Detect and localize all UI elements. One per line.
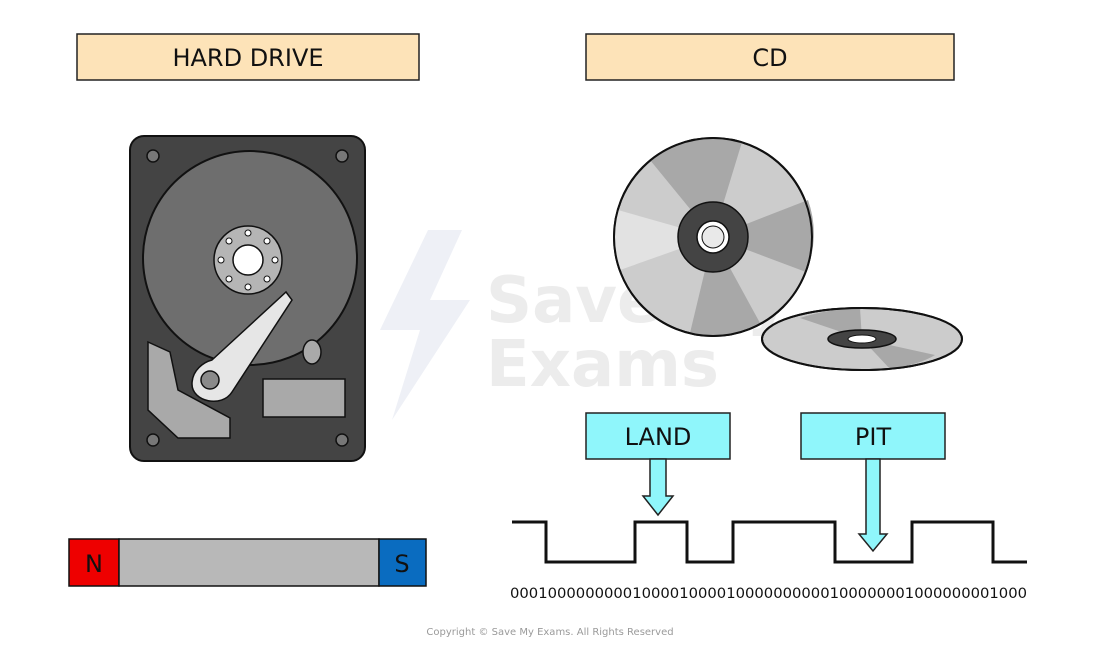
watermark-logo-icon bbox=[380, 230, 470, 420]
pit-land-profile bbox=[512, 520, 1027, 564]
bar-magnet: N S bbox=[68, 538, 427, 587]
hard-drive-title-text: HARD DRIVE bbox=[172, 44, 323, 72]
magnet-south-label: S bbox=[394, 550, 409, 578]
hard-drive-icon bbox=[129, 135, 366, 462]
hub-screws bbox=[217, 229, 279, 291]
watermark-line-2: Exams bbox=[486, 328, 719, 402]
magnet-north-label: N bbox=[85, 550, 103, 578]
head-pivot-stop bbox=[302, 339, 322, 365]
pit-label: PIT bbox=[855, 423, 892, 451]
circuit-label bbox=[262, 378, 346, 418]
cd-title: CD bbox=[585, 33, 955, 81]
cd-disc-tilted-icon bbox=[761, 307, 963, 371]
land-callout: LAND bbox=[585, 412, 731, 517]
screw-icon bbox=[146, 149, 349, 447]
land-label: LAND bbox=[625, 423, 692, 451]
binary-sequence: 0001000000000100001000010000000000100000… bbox=[510, 586, 1027, 602]
hard-drive-title: HARD DRIVE bbox=[76, 33, 420, 81]
land-arrow-icon bbox=[641, 458, 675, 517]
arm-bracket bbox=[147, 340, 231, 439]
cd-disc-icon bbox=[613, 137, 814, 337]
cd-title-text: CD bbox=[752, 44, 787, 72]
pit-arrow-icon bbox=[857, 458, 889, 553]
pit-callout: PIT bbox=[800, 412, 946, 553]
copyright-text: Copyright © Save My Exams. All Rights Re… bbox=[426, 627, 673, 638]
